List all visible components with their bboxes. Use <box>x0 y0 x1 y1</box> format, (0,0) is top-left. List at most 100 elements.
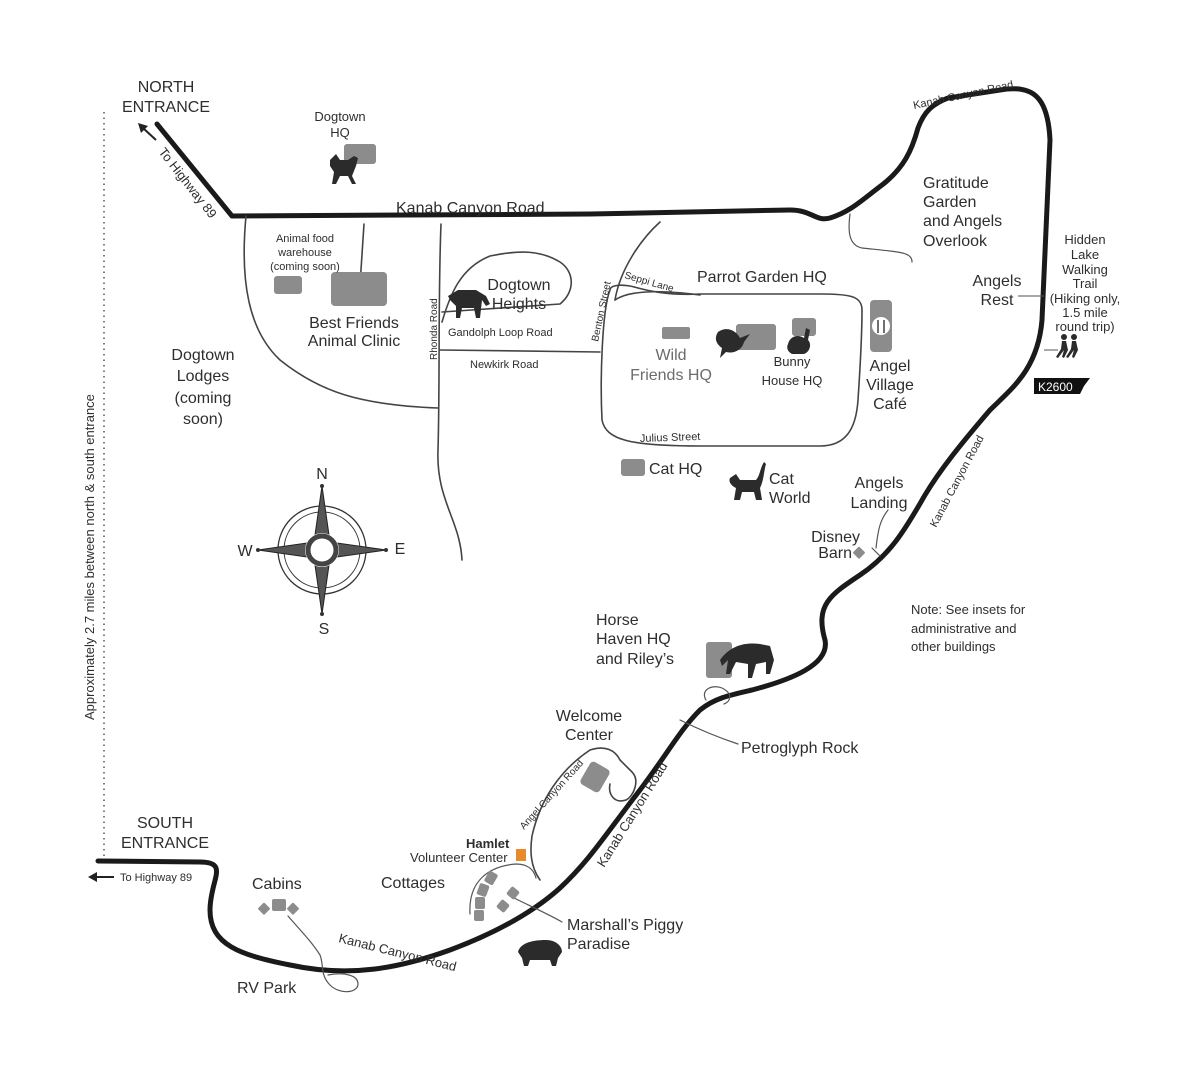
rhonda-road-label: Rhonda Road <box>429 298 440 360</box>
cat-icon <box>729 462 766 500</box>
rv-spur <box>287 915 359 993</box>
hamlet-label: Hamlet <box>466 836 510 851</box>
welcome-center-label: Welcome Center <box>556 708 622 744</box>
cottages-label: Cottages <box>381 875 445 892</box>
hikers-icon <box>1056 334 1078 358</box>
volunteer-center-label: Volunteer Center <box>410 850 508 865</box>
horse-loop <box>703 686 731 705</box>
svg-text:Gratitude: Gratitude <box>923 175 989 192</box>
dogtown-heights-label: Dogtown Heights <box>487 277 550 313</box>
disney-barn-label: Disney Barn <box>811 529 860 562</box>
svg-text:(coming soon): (coming soon) <box>270 261 340 273</box>
cat-hq-label: Cat HQ <box>649 461 702 478</box>
svg-text:Overlook: Overlook <box>923 233 988 250</box>
horse-haven-label: Horse Haven HQ and Riley’s <box>596 612 674 668</box>
seppi-lane-line <box>614 290 701 301</box>
south-arrow-icon <box>88 872 114 882</box>
inset-note: Note: See insets for administrative and … <box>911 602 1026 654</box>
svg-text:Lodges: Lodges <box>177 368 230 385</box>
svg-text:round trip): round trip) <box>1055 319 1114 334</box>
svg-text:administrative and: administrative and <box>911 621 1017 636</box>
k2600-sign: K2600 <box>1034 378 1090 394</box>
volunteer-center-marker <box>516 849 526 861</box>
angels-landing-spur <box>875 509 889 549</box>
svg-text:Welcome: Welcome <box>556 708 622 725</box>
bunny-icon <box>787 328 811 354</box>
kanab-canyon-road <box>95 86 1053 974</box>
svg-text:Marshall’s Piggy: Marshall’s Piggy <box>567 917 683 934</box>
disney-spur <box>871 547 881 557</box>
svg-text:Dogtown: Dogtown <box>171 347 234 364</box>
svg-text:Note: See insets for: Note: See insets for <box>911 602 1026 617</box>
compass-e: E <box>395 541 406 558</box>
distance-note: Approximately 2.7 miles between north & … <box>82 394 97 720</box>
svg-text:Barn: Barn <box>818 545 852 562</box>
bunny-house-label: Bunny House HQ <box>762 354 823 388</box>
rv-park-label: RV Park <box>237 980 297 997</box>
piggy-leader <box>509 895 563 923</box>
south-entrance-label-2: ENTRANCE <box>121 835 209 852</box>
cottages-buildings <box>474 871 520 921</box>
svg-text:Angels: Angels <box>973 273 1022 290</box>
parrot-garden-building <box>736 324 776 350</box>
svg-text:Rest: Rest <box>981 292 1014 309</box>
gratitude-garden-label: Gratitude Garden and Angels Overlook <box>923 175 1002 250</box>
svg-text:Center: Center <box>565 727 614 744</box>
horse-icon <box>720 643 774 678</box>
cottage-lane <box>469 863 537 915</box>
cat-world-label: Cat World <box>769 471 811 507</box>
svg-text:warehouse: warehouse <box>277 247 332 259</box>
dogtown-lodges-label: Dogtown Lodges (coming soon) <box>171 347 234 428</box>
compass-rose-icon <box>256 484 388 616</box>
svg-text:Cat: Cat <box>769 471 794 488</box>
petroglyph-rock-label: Petroglyph Rock <box>741 740 859 757</box>
cat-hq-building <box>621 459 645 476</box>
svg-text:Lake: Lake <box>1071 247 1099 262</box>
svg-text:Disney: Disney <box>811 529 860 546</box>
animal-food-warehouse-building <box>274 276 302 294</box>
clinic-building <box>331 272 387 306</box>
cabins-label: Cabins <box>252 876 302 893</box>
svg-text:Animal Clinic: Animal Clinic <box>308 333 400 350</box>
south-entrance-label: SOUTH <box>137 815 193 832</box>
dog-icon <box>330 154 358 184</box>
svg-text:Dogtown: Dogtown <box>487 277 550 294</box>
north-highway-label: To Highway 89 <box>156 145 220 221</box>
rhonda-road <box>437 223 463 561</box>
svg-text:(coming: (coming <box>175 390 232 407</box>
wild-friends-building <box>662 327 690 339</box>
svg-text:other buildings: other buildings <box>911 639 996 654</box>
svg-text:Horse: Horse <box>596 612 639 629</box>
svg-text:Paradise: Paradise <box>567 936 630 953</box>
angel-village-label: Angel Village Café <box>866 358 914 413</box>
benton-street-label: Benton Street <box>590 280 614 342</box>
svg-text:Garden: Garden <box>923 194 976 211</box>
angel-canyon-road-label: Angel Canyon Road <box>518 758 586 832</box>
west-loop-street <box>243 215 439 409</box>
welcome-center-building <box>580 761 610 793</box>
compass-n: N <box>316 466 328 483</box>
hyena-dog-icon <box>448 290 490 318</box>
piggy-paradise-label: Marshall’s Piggy Paradise <box>567 917 683 953</box>
east-branch-street <box>614 221 661 301</box>
svg-text:Hidden: Hidden <box>1064 232 1105 247</box>
newkirk-road-line <box>439 349 601 353</box>
gandolph-road-label: Gandolph Loop Road <box>448 327 553 339</box>
svg-text:World: World <box>769 490 811 507</box>
julius-street-label: Julius Street <box>640 431 701 445</box>
cafe-utensils-icon <box>872 317 890 335</box>
cabins-buildings <box>258 899 299 915</box>
clinic-label: Best Friends Animal Clinic <box>308 315 400 350</box>
angel-canyon-road <box>530 747 637 881</box>
kanab-road-label-top: Kanab Canyon Road <box>396 200 545 217</box>
svg-text:Café: Café <box>873 396 907 413</box>
angels-landing-label: Angels Landing <box>851 475 908 512</box>
svg-text:Village: Village <box>866 377 914 394</box>
svg-text:Angel: Angel <box>870 358 911 375</box>
parrot-garden-label: Parrot Garden HQ <box>697 269 827 286</box>
north-arrow-icon <box>138 123 157 141</box>
svg-text:1.5 mile: 1.5 mile <box>1062 305 1108 320</box>
disney-barn-building <box>853 546 865 559</box>
svg-text:Trail: Trail <box>1073 276 1098 291</box>
